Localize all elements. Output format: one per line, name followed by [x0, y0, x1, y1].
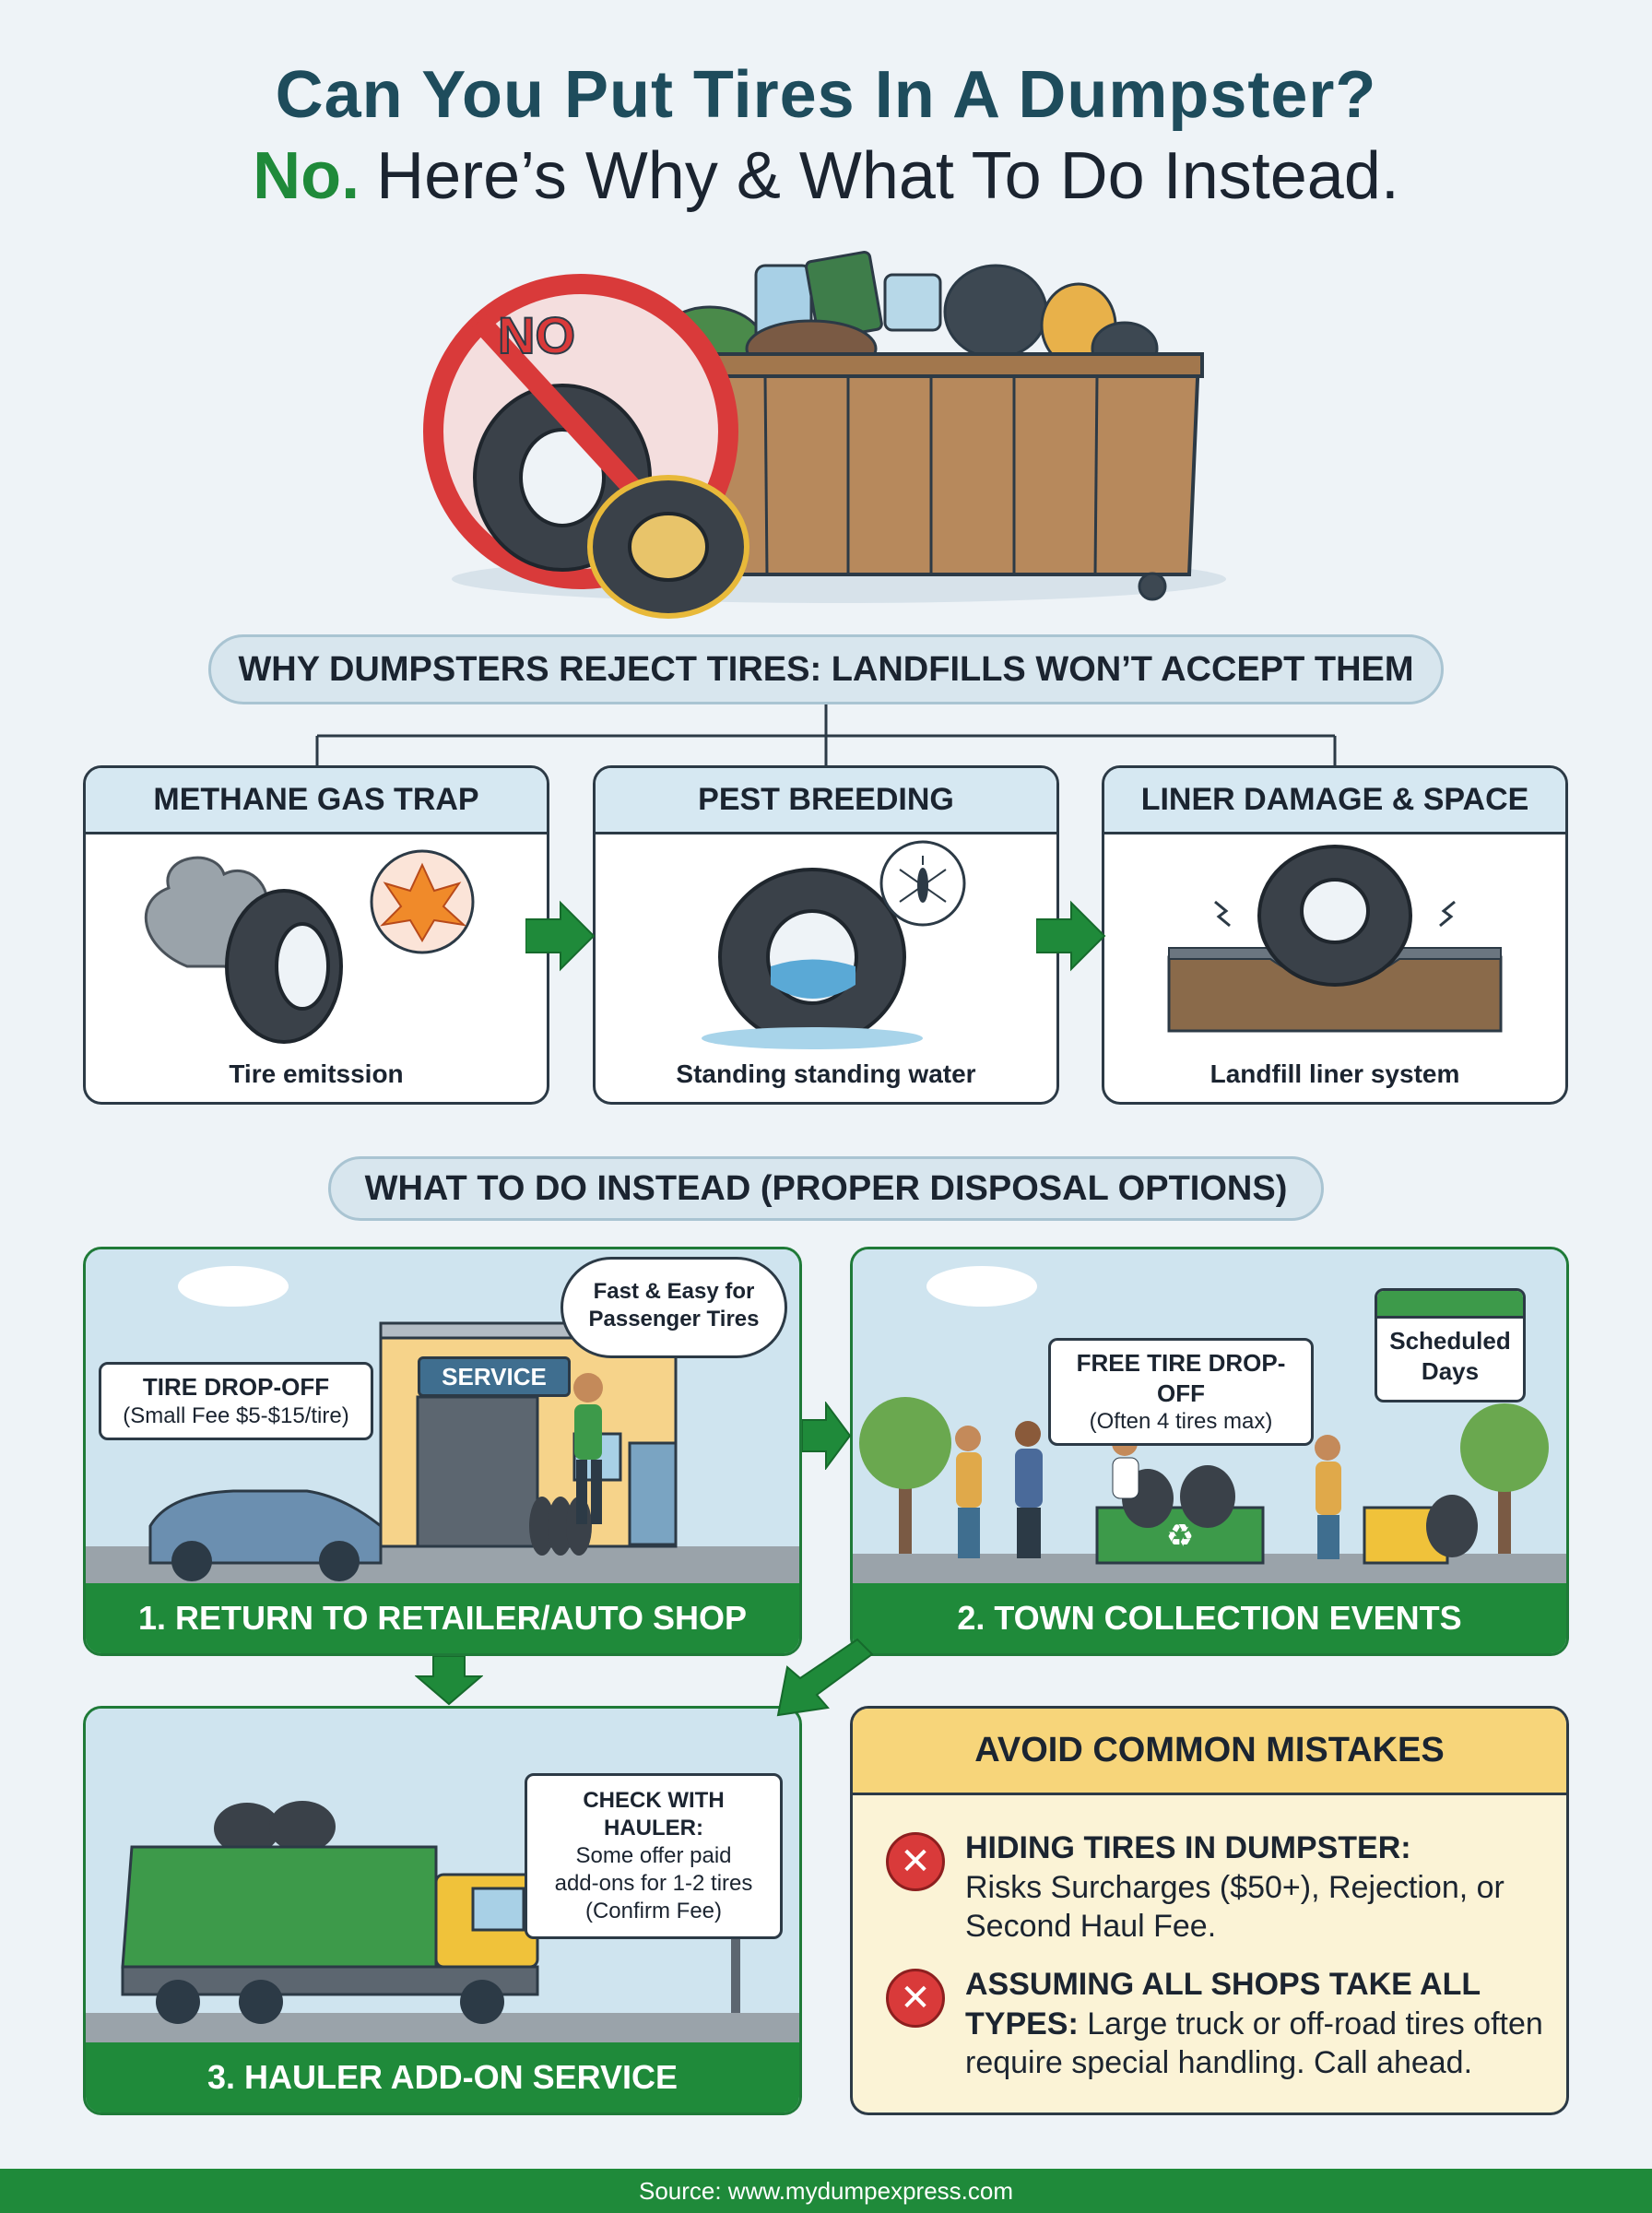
- reason-title: LINER DAMAGE & SPACE: [1104, 768, 1565, 834]
- sign-line: (Confirm Fee): [584, 1899, 723, 1923]
- arrow-right-icon: [1036, 900, 1106, 972]
- mosquito-icon: [899, 856, 947, 903]
- page-title: Can You Put Tires In A Dumpster?: [275, 58, 1377, 132]
- no-answer: No.: [253, 139, 360, 213]
- calendar-icon: Scheduled Days: [1375, 1288, 1526, 1402]
- thought-line: Passenger Tires: [588, 1307, 760, 1331]
- recycling-bin-icon: ♻: [1095, 1506, 1265, 1565]
- prohibition-sign-icon: NO: [423, 274, 749, 619]
- option-title: 2. TOWN COLLECTION EVENTS: [853, 1583, 1566, 1653]
- reason-caption: Landfill liner system: [1210, 1059, 1460, 1088]
- garbage-truck-icon: [121, 1801, 539, 2024]
- reason-caption: Standing standing water: [676, 1059, 976, 1088]
- reason-card-methane: METHANE GAS TRAP Tire emitssion: [83, 765, 549, 1105]
- sign-line: Some offer paid: [575, 1843, 732, 1868]
- check-hauler-sign: CHECK WITH HAULER: Some offer paid add-o…: [525, 1773, 783, 1939]
- mechanic-person-icon: [573, 1373, 603, 1524]
- people-icon: [955, 1421, 1341, 1559]
- dumpster-tires-illustration: NO: [423, 250, 1226, 619]
- sign-title: CHECK WITH HAULER:: [583, 1788, 725, 1840]
- sign-title: FREE TIRE DROP-OFF: [1076, 1349, 1286, 1407]
- x-icon: ✕: [886, 1969, 945, 2028]
- tire-dropoff-sign: TIRE DROP-OFF (Small Fee $5-$15/tire): [99, 1362, 373, 1440]
- sign-line: add-ons for 1-2 tires: [554, 1871, 753, 1896]
- option-card-hauler: CHECK WITH HAULER: Some offer paid add-o…: [83, 1706, 802, 2115]
- mistakes-panel: AVOID COMMON MISTAKES ✕ HIDING TIRES IN …: [850, 1706, 1569, 2115]
- arrow-right-icon: [802, 1402, 852, 1470]
- stacked-tires-icon: [529, 1497, 592, 1556]
- mistake-item: ✕ HIDING TIRES IN DUMPSTER: Risks Surcha…: [886, 1828, 1544, 1947]
- no-label: NO: [498, 306, 575, 364]
- mistake-text: Risks Surcharges ($50+), Rejection, or S…: [965, 1869, 1504, 1945]
- connector-lines: [315, 704, 1337, 765]
- svg-text:♻: ♻: [1166, 1518, 1194, 1555]
- x-icon: ✕: [886, 1832, 945, 1891]
- calendar-line: Scheduled: [1389, 1327, 1511, 1355]
- thought-line: Fast & Easy for: [593, 1279, 755, 1304]
- subtitle-text: Here’s Why & What To Do Instead.: [376, 139, 1399, 213]
- mistake-title: ASSUMING ALL SHOPS TAKE ALL TYPES:: [965, 1967, 1481, 2041]
- tire-emission-icon: [144, 849, 475, 1044]
- option-title: 3. HAULER ADD-ON SERVICE: [86, 2042, 799, 2112]
- thought-bubble: Fast & Easy for Passenger Tires: [560, 1257, 787, 1358]
- landfill-liner-icon: [1167, 845, 1503, 1033]
- page-subtitle: No.Here’s Why & What To Do Instead.: [0, 138, 1652, 214]
- reason-card-pests: PEST BREEDING Standing standing water: [593, 765, 1059, 1105]
- reason-title: PEST BREEDING: [596, 768, 1056, 834]
- reason-title: METHANE GAS TRAP: [86, 768, 547, 834]
- mistake-item: ✕ ASSUMING ALL SHOPS TAKE ALL TYPES: Lar…: [886, 1965, 1544, 2083]
- car-icon: [148, 1489, 383, 1581]
- why-heading: WHY DUMPSTERS REJECT TIRES: LANDFILLS WO…: [238, 650, 1414, 689]
- reason-card-liner: LINER DAMAGE & SPACE Landfill liner syst…: [1102, 765, 1568, 1105]
- reason-caption: Tire emitssion: [229, 1059, 404, 1088]
- calendar-line: Days: [1421, 1356, 1480, 1385]
- free-dropoff-sign: FREE TIRE DROP-OFF (Often 4 tires max): [1048, 1338, 1314, 1446]
- mistake-title: HIDING TIRES IN DUMPSTER:: [965, 1830, 1411, 1865]
- source-footer: Source: www.mydumpexpress.com: [0, 2169, 1652, 2213]
- tree-icon: [859, 1397, 1549, 1554]
- hero-illustration: NO: [406, 247, 1235, 634]
- service-sign: SERVICE: [418, 1356, 571, 1397]
- option-card-town-events: ♻ FREE TIRE DROP-OFF (Often 4 tires max)…: [850, 1247, 1569, 1656]
- why-heading-pill: WHY DUMPSTERS REJECT TIRES: LANDFILLS WO…: [208, 634, 1444, 704]
- instead-heading: WHAT TO DO INSTEAD (PROPER DISPOSAL OPTI…: [364, 1169, 1288, 1208]
- option-title: 1. RETURN TO RETAILER/AUTO SHOP: [86, 1583, 799, 1653]
- arrow-right-icon: [525, 900, 596, 972]
- sign-title: TIRE DROP-OFF: [142, 1373, 330, 1401]
- sign-note: (Often 4 tires max): [1089, 1409, 1273, 1434]
- mistakes-heading: AVOID COMMON MISTAKES: [853, 1709, 1566, 1795]
- mistake-text: Large truck or off-road tires often requ…: [965, 2006, 1543, 2081]
- option-card-retailer: TIRE DROP-OFF (Small Fee $5-$15/tire) SE…: [83, 1247, 802, 1656]
- sign-note: (Small Fee $5-$15/tire): [123, 1402, 349, 1428]
- standing-water-tire-icon: [702, 840, 966, 1049]
- arrow-down-icon: [415, 1656, 483, 1706]
- instead-heading-pill: WHAT TO DO INSTEAD (PROPER DISPOSAL OPTI…: [328, 1156, 1324, 1221]
- dumpster-icon: [677, 352, 1204, 601]
- arrow-down-left-icon: [776, 1638, 874, 1717]
